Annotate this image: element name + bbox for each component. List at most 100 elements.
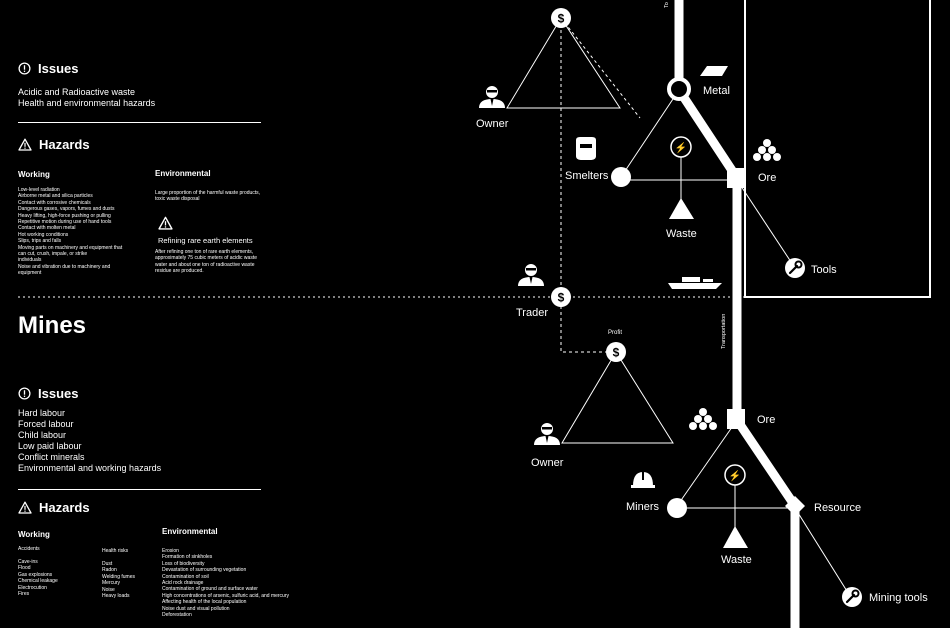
top-environmental-title: Environmental (155, 169, 211, 178)
list-item: After refining one ton of rare earth ele… (155, 249, 254, 255)
list-item: Welding fumes (102, 573, 135, 580)
miners-label: Miners (626, 501, 660, 513)
svg-text:$: $ (558, 291, 565, 305)
list-item: Gas explosions (18, 571, 53, 578)
mines-issues-title: Issues (38, 386, 79, 401)
welding-helmet-icon (576, 137, 596, 160)
list-item: Cave-ins (18, 559, 38, 565)
mines-working-title: Working (18, 530, 50, 539)
connector (620, 89, 680, 178)
mines-environmental-list: Erosion Formation of sinkholes Loss of b… (162, 548, 312, 618)
smelters-node (611, 167, 631, 187)
mines-hazards-title: Hazards (39, 500, 90, 515)
ore-node (727, 168, 745, 188)
list-item: individuals (18, 257, 42, 264)
ore-pile-icon (753, 139, 781, 161)
svg-text:⚡: ⚡ (729, 469, 741, 482)
list-item: Dust (102, 561, 113, 567)
ore-pile-icon (689, 408, 717, 430)
top-edge-label: To (664, 2, 670, 8)
mines-environmental-title: Environmental (162, 527, 218, 536)
cargo-ship-icon (668, 277, 722, 289)
list-item: Large proportion of the harmful waste pr… (155, 190, 261, 196)
top-working-title: Working (18, 170, 50, 179)
list-item: Repetitive motion during use of hand too… (18, 219, 112, 226)
divider (18, 122, 261, 123)
list-item: Acid rock drainage (162, 580, 204, 587)
ore-label: Ore (757, 414, 775, 426)
trader-person-icon (518, 264, 544, 286)
list-item: Heavy lifting, high-force pushing or pul… (18, 212, 111, 219)
waste-label: Waste (666, 228, 697, 240)
list-item: Contact with molten metal (18, 225, 76, 232)
profit-label: Profit (608, 330, 622, 336)
wrench-icon (842, 587, 862, 607)
ore-label: Ore (758, 172, 776, 184)
hard-hat-icon (631, 472, 655, 488)
top-hazards-header: Hazards (18, 137, 90, 152)
connector (736, 179, 796, 269)
metal-ingot-icon (700, 66, 728, 76)
owner-triangle (561, 351, 674, 444)
issue-item: Environmental and working hazards (18, 463, 162, 473)
mining-tools-label: Mining tools (869, 592, 928, 604)
list-item: Fires (18, 591, 30, 598)
energy-icon: ⚡ (670, 136, 692, 158)
refining-title: Refining rare earth elements (158, 236, 253, 245)
list-item: Chemical leakage (18, 578, 58, 585)
top-issues-list: Acidic and Radioactive waste Health and … (18, 87, 155, 109)
list-item: Noise and vibration due to machinery and (18, 263, 111, 270)
ore-node (727, 409, 745, 429)
issue-item: Health and environmental hazards (18, 98, 156, 108)
issue-item: Child labour (18, 430, 67, 440)
exclamation-icon (18, 62, 31, 75)
list-item: High concentrations of arsenic, sulfuric… (162, 592, 290, 599)
issue-item: Forced labour (18, 419, 74, 429)
list-item: Electrocution (18, 584, 47, 591)
list-item: Moving parts on machinery and equipment … (18, 244, 123, 251)
connector (676, 419, 738, 507)
owner-person-icon (534, 423, 560, 445)
top-issues-title: Issues (38, 61, 79, 76)
list-item: equipment (18, 270, 42, 277)
resource-label: Resource (814, 502, 861, 514)
issue-item: Conflict minerals (18, 452, 85, 462)
divider (18, 489, 261, 490)
owner-person-icon (479, 86, 505, 108)
list-item: Contact with corrosive chemicals (18, 199, 91, 206)
list-item: toxic waste disposal (155, 196, 200, 203)
list-item: Low-level radiation (18, 187, 60, 193)
health-list: Dust Radon Welding fumes Mercury Noise H… (102, 561, 135, 599)
waste-label: Waste (721, 554, 752, 566)
energy-icon: ⚡ (724, 464, 746, 486)
exclamation-icon (18, 387, 31, 400)
list-item: Noise (102, 586, 115, 593)
resource-node (785, 496, 805, 516)
owner-label: Owner (476, 118, 509, 130)
waste-icon (669, 198, 694, 219)
list-item: residue are produced. (155, 268, 204, 275)
miners-node (667, 498, 687, 518)
accidents-list: Cave-ins Flood Gas explosions Chemical l… (18, 559, 58, 597)
list-item: Flood (18, 565, 31, 572)
list-item: Hot working conditions (18, 231, 69, 238)
list-item: Devastation of surrounding vegetation (162, 567, 247, 574)
health-title: Health risks (102, 548, 129, 554)
refining-list: After refining one ton of rare earth ele… (155, 249, 280, 275)
metal-label: Metal (703, 85, 730, 97)
issue-item: Low paid labour (18, 441, 82, 451)
list-item: Mercury (102, 580, 121, 587)
accidents-title: Accidents (18, 546, 40, 552)
money-flow-line (560, 17, 641, 119)
trader-label: Trader (516, 307, 548, 319)
issue-item: Acidic and Radioactive waste (18, 87, 136, 97)
owner-triangle (506, 17, 621, 109)
issue-item: Hard labour (18, 408, 66, 418)
top-hazards-title: Hazards (39, 137, 90, 152)
warning-icon (158, 216, 173, 230)
connector (794, 507, 851, 597)
top-working-list: Low-level radiation Airborne metal and s… (18, 187, 148, 277)
list-item: Deforestation (162, 612, 192, 619)
dollar-coin-icon: $ (551, 8, 571, 28)
